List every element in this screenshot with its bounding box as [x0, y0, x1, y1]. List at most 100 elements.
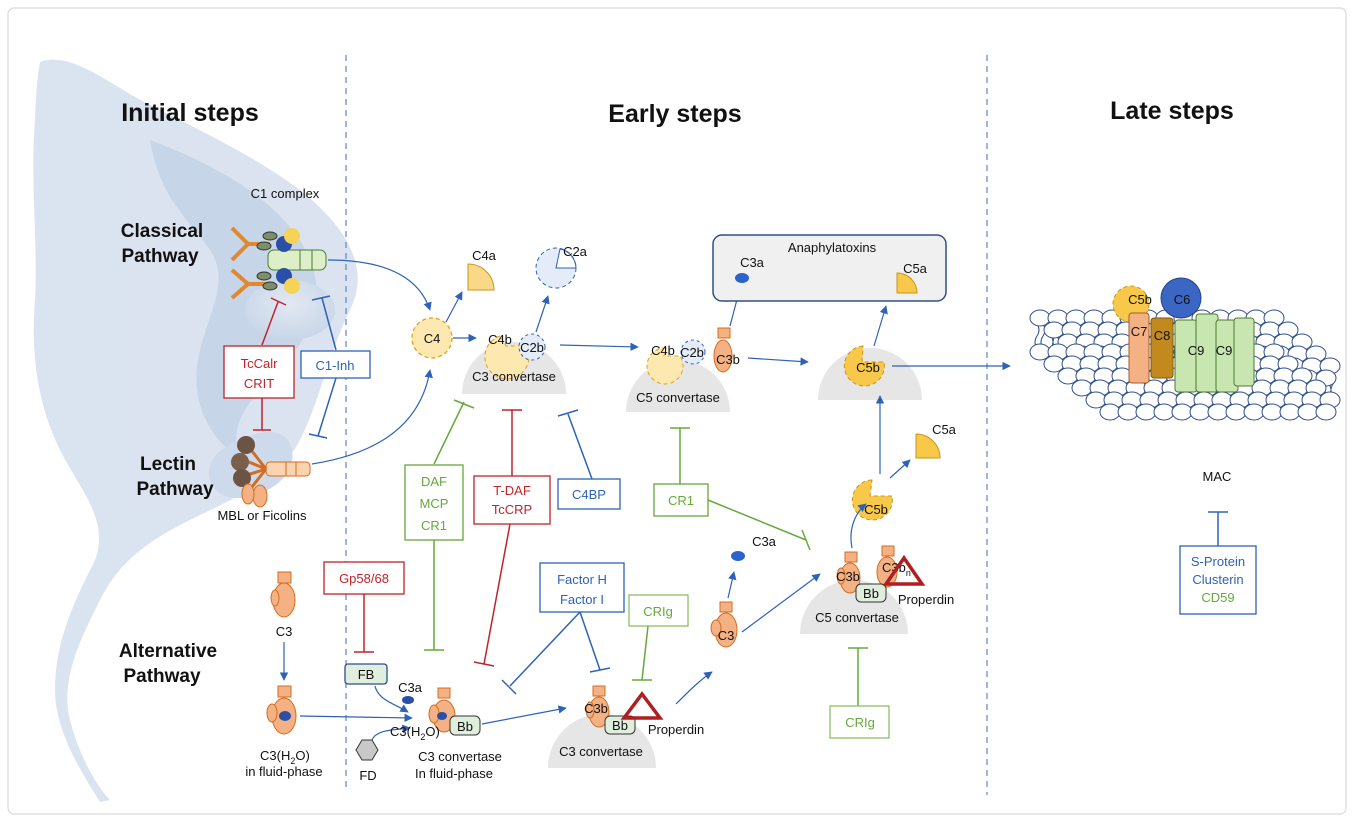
svg-text:C4b: C4b	[488, 332, 512, 347]
svg-text:C5 convertase: C5 convertase	[815, 610, 899, 625]
svg-text:C9: C9	[1188, 343, 1205, 358]
lipid-head	[1261, 403, 1283, 421]
svg-text:In fluid-phase: In fluid-phase	[415, 766, 493, 781]
svg-text:C3a: C3a	[752, 534, 777, 549]
lipid-head	[1153, 403, 1175, 421]
parasite-silhouette	[33, 59, 358, 803]
lipid-head	[1043, 321, 1065, 339]
svg-text:in fluid-phase: in fluid-phase	[245, 764, 322, 779]
lipid-head	[1243, 403, 1265, 421]
c3a-alt-icon	[402, 696, 414, 704]
factor-h-i-box	[539, 562, 625, 613]
c1-complex-label: C1 complex	[251, 186, 320, 201]
lipid-head	[1071, 379, 1093, 397]
svg-text:C4: C4	[424, 331, 441, 346]
pathway-lectin-1: Lectin	[140, 454, 196, 475]
svg-text:C7: C7	[1131, 324, 1148, 339]
anaphylatoxins-label: Anaphylatoxins	[788, 240, 877, 255]
c1-inh-label: C1-Inh	[315, 358, 354, 373]
svg-text:S-Protein: S-Protein	[1191, 554, 1245, 569]
crit-label: CRIT	[244, 376, 274, 391]
tccalr-label: TcCalr	[241, 356, 279, 371]
c5b-upper: C5b	[818, 345, 922, 400]
svg-text:CRIg: CRIg	[643, 604, 673, 619]
pathway-alternative-1: Alternative	[119, 641, 217, 662]
svg-text:Bb: Bb	[863, 586, 879, 601]
c5b-lower: C5b	[851, 479, 893, 521]
svg-text:C3a: C3a	[398, 680, 423, 695]
c5a-lower-icon	[915, 433, 941, 459]
svg-text:C8: C8	[1154, 328, 1171, 343]
svg-text:DAF: DAF	[421, 474, 447, 489]
svg-text:C5a: C5a	[932, 422, 957, 437]
svg-text:Factor I: Factor I	[560, 592, 604, 607]
tdaf-tccrp-box	[473, 475, 551, 525]
svg-text:C5b: C5b	[856, 360, 880, 375]
pathway-alternative-2: Pathway	[123, 666, 201, 687]
svg-text:C5 convertase: C5 convertase	[636, 390, 720, 405]
c4a-fragment: C4a	[467, 248, 497, 291]
svg-text:C3b: C3b	[584, 701, 608, 716]
cr1-box	[653, 483, 709, 517]
svg-text:C3: C3	[276, 624, 293, 639]
lipid-head	[1315, 403, 1337, 421]
svg-text:C9: C9	[1216, 343, 1233, 358]
svg-text:C3b: C3b	[836, 569, 860, 584]
lipid-head	[1171, 403, 1193, 421]
crig-box-2	[829, 705, 890, 739]
c2a-fragment: C2a	[535, 244, 588, 289]
lipid-head	[1225, 403, 1247, 421]
c3-convertase-alt: C3b Bb Properdin C3 convertase	[548, 685, 704, 768]
c3-convertase-classical: C4b C2b C3 convertase	[462, 332, 566, 394]
c1-inh-box	[300, 350, 371, 379]
svg-text:C5b: C5b	[864, 502, 888, 517]
svg-text:FB: FB	[358, 667, 375, 682]
svg-text:C3 convertase: C3 convertase	[559, 744, 643, 759]
svg-text:FD: FD	[359, 768, 376, 783]
svg-text:C4b: C4b	[651, 343, 675, 358]
svg-text:CRIg: CRIg	[845, 715, 875, 730]
svg-text:C2b: C2b	[520, 340, 544, 355]
svg-text:Gp58/68: Gp58/68	[339, 571, 389, 586]
svg-text:CR1: CR1	[668, 493, 694, 508]
lipid-head	[1057, 367, 1079, 385]
lipid-head	[1135, 403, 1157, 421]
lipid-head	[1117, 403, 1139, 421]
lipid-head	[1279, 403, 1301, 421]
fb-box: FB	[344, 663, 388, 685]
svg-text:C6: C6	[1174, 292, 1191, 307]
svg-text:Bb: Bb	[612, 718, 628, 733]
lipid-head	[1207, 403, 1229, 421]
gp58-68-box	[323, 561, 405, 595]
lipid-head	[1297, 403, 1319, 421]
svg-text:C3 convertase: C3 convertase	[472, 369, 556, 384]
section-title-initial: Initial steps	[121, 99, 259, 127]
c5-convertase-classical: C4b C2b C3b C5 convertase	[626, 327, 740, 412]
svg-text:C2b: C2b	[680, 345, 704, 360]
daf-mcp-cr1-box	[404, 464, 464, 541]
mac-label: MAC	[1203, 469, 1232, 484]
c3-molecule-alt: C3	[270, 571, 296, 639]
svg-text:C2a: C2a	[563, 244, 588, 259]
svg-text:TcCRP: TcCRP	[492, 502, 532, 517]
c3-molecule-mid: C3	[710, 601, 738, 648]
section-title-early: Early steps	[608, 100, 741, 128]
lipid-head	[1043, 355, 1065, 373]
lipid-head	[1085, 391, 1107, 409]
svg-text:C3: C3	[718, 628, 735, 643]
svg-text:MCP: MCP	[420, 496, 449, 511]
svg-text:CD59: CD59	[1201, 590, 1234, 605]
svg-text:Properdin: Properdin	[648, 722, 704, 737]
svg-text:Bb: Bb	[457, 719, 473, 734]
tccalr-crit-box	[223, 345, 295, 399]
svg-text:C4a: C4a	[472, 248, 497, 263]
svg-text:C3(H2O): C3(H2O)	[390, 724, 440, 742]
pathway-classical-1: Classical	[121, 221, 203, 242]
mac-complex: C5b C6 C7 C8 C9 C9	[1112, 277, 1255, 393]
anaphylatoxins-box	[712, 234, 947, 302]
c3a-icon	[735, 273, 749, 283]
fd-hexagon: FD	[355, 739, 379, 783]
c3-convertase-fluid: Bb C3(H2O) C3 convertase In fluid-phase	[390, 687, 502, 781]
lipid-head	[1189, 403, 1211, 421]
